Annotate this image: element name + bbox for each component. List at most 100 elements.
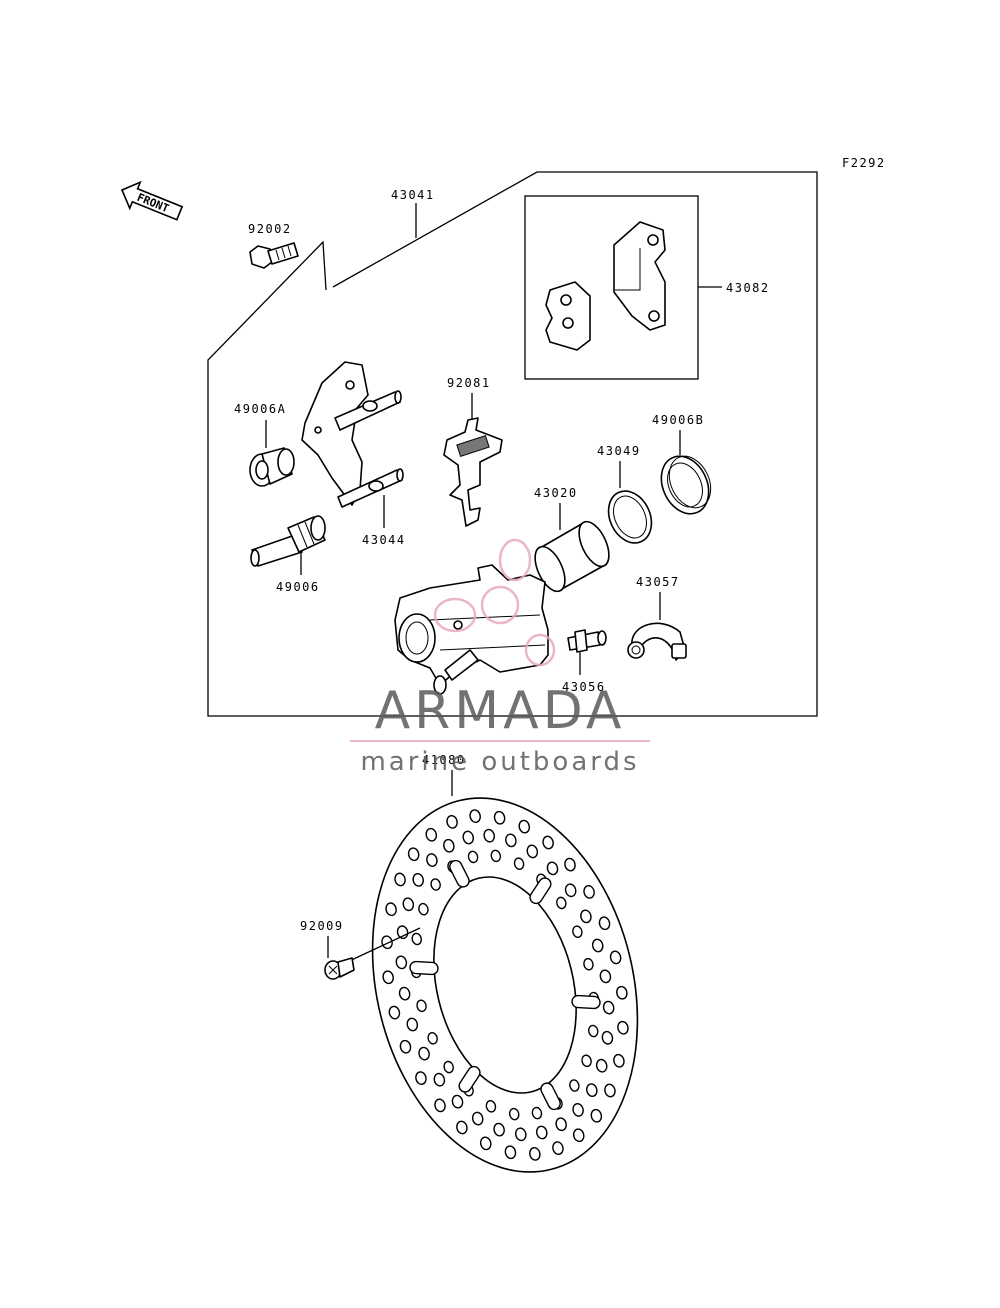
- disc-hole: [602, 1000, 615, 1015]
- disc-hole: [385, 902, 397, 917]
- label-41080: 41080: [422, 753, 466, 767]
- disc-hole: [394, 872, 406, 887]
- disc-holes: [381, 809, 629, 1161]
- disc-hole: [388, 1005, 401, 1020]
- disc-hole: [555, 1117, 567, 1132]
- disc-hole: [595, 1058, 608, 1073]
- disc-hole: [462, 830, 475, 845]
- caliper-bracket: [301, 361, 404, 508]
- label-92009: 92009: [300, 919, 344, 933]
- disc-hole: [490, 849, 502, 863]
- seal-43049: [607, 490, 653, 544]
- brake-disc-41080: [371, 797, 639, 1173]
- disc-hole: [508, 1107, 520, 1121]
- disc-slot: [540, 1082, 561, 1111]
- disc-hole: [616, 985, 628, 1000]
- bolt-92002: [249, 242, 299, 269]
- disc-hole: [469, 809, 481, 823]
- brake-pad-large: [613, 221, 666, 331]
- disc-hole: [564, 883, 577, 898]
- disc-hole: [586, 1083, 598, 1098]
- disc-hole: [572, 1128, 585, 1143]
- disc-hole: [583, 957, 594, 971]
- disc-hole: [416, 999, 427, 1013]
- disc-hole: [613, 1053, 625, 1068]
- disc-hole: [572, 925, 583, 938]
- disc-hole: [572, 1103, 584, 1117]
- label-43082: 43082: [726, 281, 770, 295]
- label-43041: 43041: [391, 188, 435, 202]
- disc-hole: [434, 1098, 446, 1113]
- disc-hole: [398, 986, 411, 1001]
- pad-spring-92081: [443, 417, 503, 527]
- disc-hole: [451, 1094, 464, 1109]
- disc-hole: [569, 1079, 580, 1092]
- disc-hole: [433, 1072, 446, 1087]
- disc-hole: [418, 1046, 430, 1061]
- front-arrow-icon: FRONT: [120, 180, 184, 221]
- watermark-tagline: marine outboards: [360, 747, 639, 777]
- disc-hole: [552, 1141, 564, 1156]
- watermark-logo-icon: [433, 538, 556, 667]
- disc-hole: [518, 819, 531, 834]
- label-49006B: 49006B: [652, 413, 704, 427]
- disc-hole: [483, 828, 495, 843]
- disc-hole: [493, 1122, 505, 1137]
- disc-hole: [542, 835, 554, 850]
- pad-kit-box: [524, 195, 699, 380]
- disc-hole: [556, 896, 567, 910]
- caliper-body: [394, 564, 549, 695]
- disc-hole: [504, 1145, 517, 1160]
- disc-hole: [456, 1120, 468, 1135]
- disc-hole: [443, 838, 455, 853]
- disc-hole: [443, 1060, 454, 1074]
- disc-hole: [564, 857, 576, 872]
- brake-pad-small: [545, 281, 591, 351]
- disc-hole: [485, 1100, 497, 1113]
- disc-hole: [581, 1054, 592, 1068]
- boot-49006B: [660, 455, 712, 515]
- disc-hole: [411, 932, 423, 946]
- watermark-brand: ARMADA: [375, 681, 626, 741]
- disc-hole: [418, 902, 429, 916]
- disc-slot: [571, 994, 601, 1010]
- label-92002: 92002: [248, 222, 292, 236]
- boot-49006A: [249, 447, 295, 487]
- disc-hole: [609, 950, 622, 965]
- disc-hole: [546, 861, 559, 876]
- disc-hole: [580, 909, 592, 924]
- disc-hole: [426, 853, 438, 867]
- disc-hole: [513, 857, 525, 870]
- disc-hole: [535, 1125, 548, 1140]
- disc-hole: [412, 872, 424, 887]
- disc-slot: [458, 1065, 481, 1093]
- disc-hole: [617, 1020, 629, 1035]
- disc-hole: [415, 1071, 427, 1085]
- label-92081: 92081: [447, 376, 491, 390]
- label-43044: 43044: [362, 533, 406, 547]
- piston-43020: [534, 520, 610, 593]
- disc-hole: [471, 1111, 484, 1126]
- watermark: ARMADA marine outboards: [350, 538, 650, 777]
- disc-hole: [430, 878, 441, 891]
- disc-hole: [531, 1106, 543, 1120]
- label-43049: 43049: [597, 444, 641, 458]
- disc-hole: [515, 1127, 527, 1142]
- disc-hole: [407, 847, 420, 862]
- disc-slot: [529, 877, 552, 905]
- disc-hole: [591, 938, 604, 953]
- disc-hole: [402, 897, 415, 912]
- disc-hole: [399, 1039, 412, 1054]
- cap-43057: [627, 622, 687, 661]
- disc-hole: [446, 814, 458, 829]
- figure-code: F2292: [842, 156, 886, 170]
- disc-hole: [382, 970, 394, 985]
- disc-hole: [425, 827, 438, 842]
- pin-49006: [250, 515, 326, 567]
- disc-slot: [449, 859, 470, 888]
- screw-92009: [324, 957, 355, 980]
- disc-hole: [493, 810, 506, 825]
- disc-hole: [604, 1083, 616, 1098]
- label-43056: 43056: [562, 680, 606, 694]
